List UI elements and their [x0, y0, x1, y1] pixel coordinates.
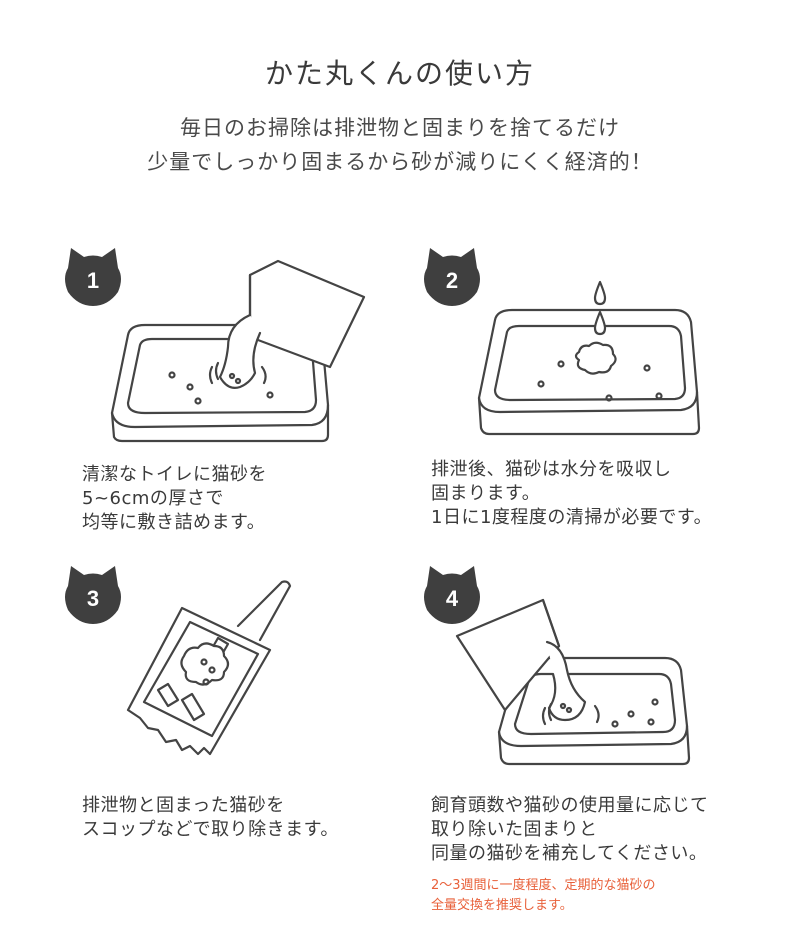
step-2-badge: 2 [421, 248, 483, 308]
step-3-line-2: スコップなどで取り除きます。 [82, 819, 339, 840]
cat-head-icon [424, 248, 480, 306]
subtitle-line-2: 少量でしっかり固まるから砂が減りにくく経済的！ [147, 150, 653, 174]
step-4-line-3: 同量の猫砂を補充してください。 [431, 843, 708, 864]
litter-box-drops-illustration [477, 280, 701, 436]
step-1-number: 1 [86, 268, 100, 293]
litter-box-pouring-illustration [110, 259, 366, 443]
step-1-badge: 1 [62, 248, 124, 308]
cat-head-icon [424, 566, 480, 624]
subtitle-line-1: 毎日のお掃除は排泄物と固まりを捨てるだけ [180, 116, 620, 140]
step-2-line-1: 排泄後、猫砂は水分を吸収し [431, 459, 672, 480]
step-1-text: 清潔なトイレに猫砂を 5~6cmの厚さで 均等に敷き詰めます。 [82, 463, 267, 535]
step-3-badge: 3 [62, 566, 124, 626]
step-2-text: 排泄後、猫砂は水分を吸収し 固まります。 1日に1度程度の清掃が必要です。 [431, 458, 712, 530]
step-2-number: 2 [445, 268, 459, 293]
page-title: かた丸くんの使い方 [264, 57, 535, 90]
cat-head-icon [65, 248, 121, 306]
step-4-line-2: 取り除いた固まりと [431, 819, 598, 840]
step-2-line-3: 1日に1度程度の清掃が必要です。 [431, 507, 713, 528]
step-4-note: 2～3週間に一度程度、定期的な猫砂の 全量交換を推奨します。 [431, 876, 656, 916]
step-1-line-3: 均等に敷き詰めます。 [82, 512, 266, 533]
step-4-line-1: 飼育頭数や猫砂の使用量に応じて [431, 795, 709, 816]
scoop-illustration [126, 580, 292, 756]
step-4-number: 4 [445, 586, 459, 611]
litter-box-refill-illustration [455, 598, 691, 766]
cat-head-icon [65, 566, 121, 624]
step-4-badge: 4 [421, 566, 483, 626]
step-2-line-2: 固まります。 [431, 483, 541, 504]
step-1-line-2: 5~6cmの厚さで [82, 488, 224, 509]
step-4-note-line-2: 全量交換を推奨します。 [431, 898, 573, 913]
step-4-text: 飼育頭数や猫砂の使用量に応じて 取り除いた固まりと 同量の猫砂を補充してください… [431, 794, 709, 866]
step-4-note-line-1: 2～3週間に一度程度、定期的な猫砂の [431, 878, 656, 893]
step-3-text: 排泄物と固まった猫砂を スコップなどで取り除きます。 [82, 794, 339, 842]
step-3-number: 3 [86, 586, 100, 611]
step-3-line-1: 排泄物と固まった猫砂を [82, 795, 285, 816]
step-1-line-1: 清潔なトイレに猫砂を [82, 464, 267, 485]
